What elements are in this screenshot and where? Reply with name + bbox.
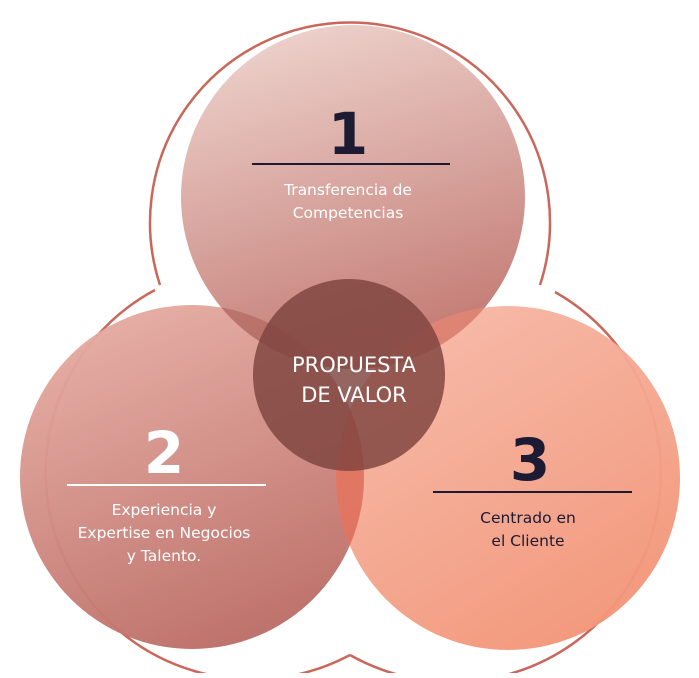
circle-2-label-line1: Experiencia y — [112, 501, 217, 519]
circle-3-content: 3 Centrado en el Cliente — [433, 426, 632, 550]
circle-1-number: 1 — [328, 100, 368, 168]
center-label-line2: DE VALOR — [301, 383, 407, 407]
circle-1-content: 1 Transferencia de Competencias — [252, 100, 450, 222]
circle-2-label-line2: Expertise en Negocios — [78, 524, 251, 542]
circle-1 — [181, 25, 525, 369]
outline-top — [148, 21, 552, 286]
circle-2-number: 2 — [144, 419, 184, 487]
circle-1-label-line1: Transferencia de — [283, 181, 412, 199]
center-circle — [253, 279, 445, 471]
circle-3-label-line2: el Cliente — [491, 532, 564, 550]
center-label-line1: PROPUESTA — [292, 353, 417, 377]
circle-3-number: 3 — [510, 426, 550, 494]
circle-2-label-line3: y Talento. — [127, 547, 201, 565]
circle-2-content: 2 Experiencia y Expertise en Negocios y … — [67, 419, 266, 565]
circle-3-label-line1: Centrado en — [480, 509, 576, 527]
circle-1-label-line2: Competencias — [293, 204, 404, 222]
